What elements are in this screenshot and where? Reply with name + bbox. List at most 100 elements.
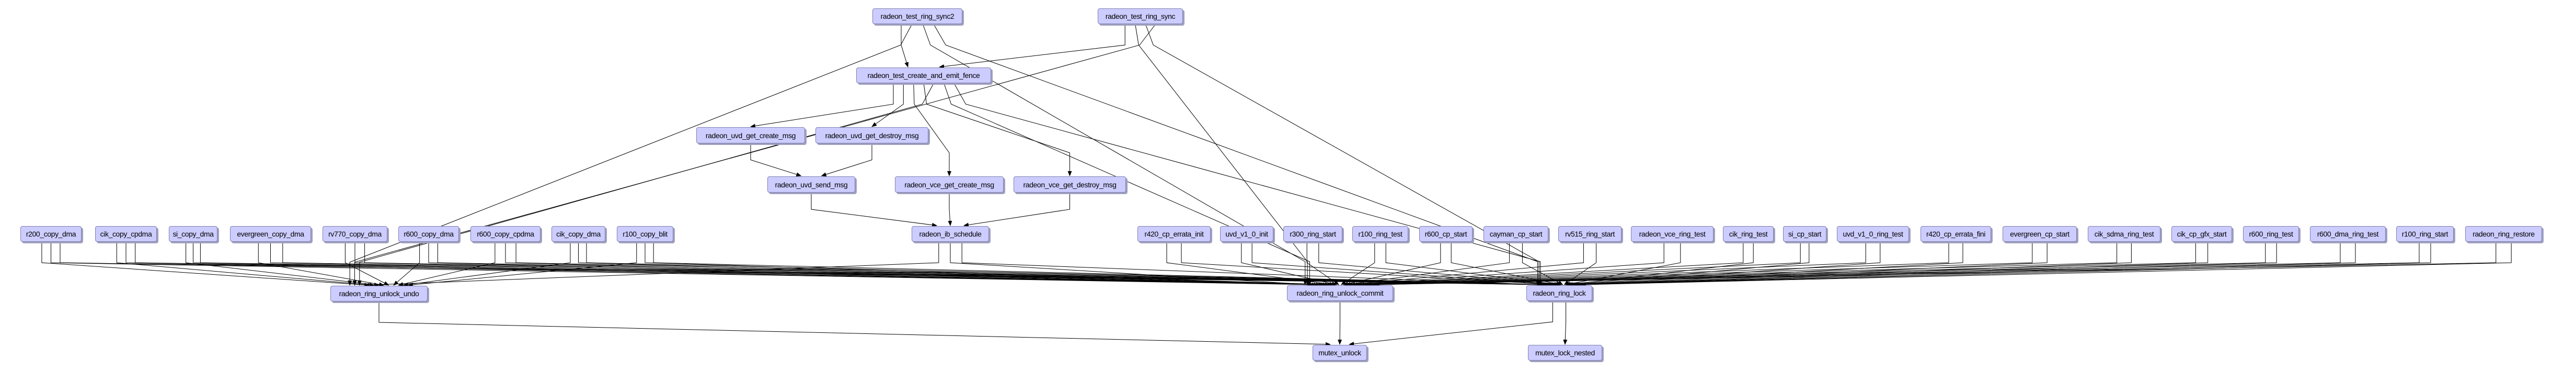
edge-uvd-send-to-ib-schedule xyxy=(811,193,938,227)
edge-cik-copy-dma-to-unlock-undo xyxy=(402,242,571,287)
node-unlock-undo[interactable]: radeon_ring_unlock_undo xyxy=(330,286,428,301)
edge-cik-copy-dma-to-unlock-commit xyxy=(578,242,1331,287)
node-uvd-v1-0-init[interactable]: uvd_v1_0_init xyxy=(1220,226,1273,242)
node-cik-copy-cpdma[interactable]: cik_copy_cpdma xyxy=(95,226,157,242)
node-r100-copy-blit[interactable]: r100_copy_blit xyxy=(617,226,673,242)
node-r600-cp-start[interactable]: r600_cp_start xyxy=(1419,226,1473,242)
edge-cik-copy-cpdma-to-unlock-commit xyxy=(125,242,1317,287)
node-rv515-ring-start[interactable]: rv515_ring_start xyxy=(1558,226,1622,242)
edge-si-copy-dma-to-unlock-undo xyxy=(186,242,380,287)
node-mutex-unlock[interactable]: mutex_unlock xyxy=(1313,345,1367,361)
edge-vce-create-to-ib-schedule xyxy=(948,193,952,226)
node-cayman-cp-start[interactable]: cayman_cp_start xyxy=(1484,226,1548,242)
edge-ib-schedule-to-unlock-undo xyxy=(364,242,939,287)
node-r300-ring-start[interactable]: r300_ring_start xyxy=(1283,226,1342,242)
edge-r600-copy-dma-to-unlock-commit xyxy=(428,242,1326,287)
node-cik-ring-test[interactable]: cik_ring_test xyxy=(1723,226,1774,242)
edge-cik-copy-cpdma-to-unlock-undo xyxy=(116,242,375,287)
edge-evergreen-copy-dma-to-ring-lock xyxy=(282,242,1548,287)
edge-rv770-copy-dma-to-unlock-undo xyxy=(344,242,389,286)
node-r600-dma-ring-test[interactable]: r600_dma_ring_test xyxy=(2310,226,2386,242)
edge-sync-to-unlock-commit xyxy=(1135,24,1310,285)
edge-r100-ring-start-to-ring-lock xyxy=(1579,242,2431,287)
node-cik-sdma-ring-test[interactable]: cik_sdma_ring_test xyxy=(2088,226,2160,242)
node-evergreen-cp-start[interactable]: evergreen_cp_start xyxy=(2003,226,2077,242)
edge-fence-to-uvd-destroy xyxy=(871,83,904,127)
node-cik-copy-dma[interactable]: cik_copy_dma xyxy=(551,226,605,242)
edge-r600-copy-dma-to-unlock-undo xyxy=(393,242,420,286)
edge-r600-copy-cpdma-to-ring-lock xyxy=(515,242,1552,287)
edge-radeon-ring-restore-to-unlock-commit xyxy=(1374,242,2497,287)
edge-r420-cp-errata-fini-to-unlock-commit xyxy=(1359,242,1949,287)
edge-radeon-ring-restore-to-ring-lock xyxy=(1580,242,2512,287)
node-r200-copy-dma[interactable]: r200_copy_dma xyxy=(20,226,82,242)
edge-rv515-ring-start-to-ring-lock xyxy=(1563,242,1597,285)
node-si-copy-dma[interactable]: si_copy_dma xyxy=(169,226,217,242)
node-radeon-ring-restore[interactable]: radeon_ring_restore xyxy=(2465,226,2542,242)
edge-si-copy-dma-to-unlock-commit xyxy=(193,242,1319,287)
node-r600-copy-dma[interactable]: r600_copy_dma xyxy=(398,226,459,242)
edge-fence-to-unlock-commit xyxy=(944,83,1312,285)
edge-r600-cp-start-to-unlock-commit xyxy=(1343,242,1441,286)
node-r600-ring-test[interactable]: r600_ring_test xyxy=(2243,226,2299,242)
edge-sync-to-ring-lock xyxy=(1145,24,1542,285)
node-vce-create[interactable]: radeon_vce_get_create_msg xyxy=(895,176,1004,193)
edge-sync2-to-fence xyxy=(901,24,909,68)
node-uvd-send[interactable]: radeon_uvd_send_msg xyxy=(767,176,855,193)
node-uvd-v1-0-ring-test[interactable]: uvd_v1_0_ring_test xyxy=(1837,226,1909,242)
node-r420-cp-errata-init[interactable]: r420_cp_errata_init xyxy=(1137,226,1211,242)
node-ring-lock[interactable]: radeon_ring_lock xyxy=(1526,285,1592,301)
edge-ib-schedule-to-ring-lock xyxy=(961,242,1543,287)
node-evergreen-copy-dma[interactable]: evergreen_copy_dma xyxy=(230,226,311,242)
edge-evergreen-copy-dma-to-unlock-commit xyxy=(270,242,1321,287)
node-sync[interactable]: radeon_test_ring_sync xyxy=(1098,8,1183,24)
node-r100-ring-start[interactable]: r100_ring_start xyxy=(2396,226,2454,242)
node-si-cp-start[interactable]: si_cp_start xyxy=(1783,226,1826,242)
edge-sync2-to-unlock-undo xyxy=(348,24,913,286)
edge-radeon-vce-ring-test-to-ring-lock xyxy=(1565,242,1681,286)
edge-ring-lock-to-mutex-unlock xyxy=(1349,301,1553,346)
edge-r600-copy-dma-to-ring-lock xyxy=(437,242,1551,287)
edge-fence-to-uvd-create xyxy=(750,83,894,128)
edge-vce-destroy-to-ib-schedule xyxy=(963,193,1070,227)
edge-r100-copy-blit-to-unlock-commit xyxy=(645,242,1333,287)
node-ib-schedule[interactable]: radeon_ib_schedule xyxy=(912,226,989,242)
node-cik-cp-gfx-start[interactable]: cik_cp_gfx_start xyxy=(2171,226,2232,242)
edge-rv770-copy-dma-to-ring-lock xyxy=(364,242,1549,287)
edge-r600-copy-cpdma-to-unlock-undo xyxy=(398,242,496,286)
edge-si-cp-start-to-unlock-commit xyxy=(1354,242,1801,287)
node-r600-copy-cpdma[interactable]: r600_copy_cpdma xyxy=(470,226,540,242)
edge-uvd-create-to-uvd-send xyxy=(750,143,802,177)
edge-evergreen-copy-dma-to-unlock-undo xyxy=(258,242,385,287)
edge-uvd-v1-0-ring-test-to-unlock-commit xyxy=(1356,242,1866,287)
edge-r300-ring-start-to-unlock-commit xyxy=(1306,242,1340,285)
node-sync2[interactable]: radeon_test_ring_sync2 xyxy=(872,8,962,24)
node-unlock-commit[interactable]: radeon_ring_unlock_commit xyxy=(1287,285,1393,301)
node-fence[interactable]: radeon_test_create_and_emit_fence xyxy=(856,68,991,83)
edge-fence-to-vce-create xyxy=(913,83,951,176)
edge-ring-lock-to-mutex-lock-nested xyxy=(1563,301,1568,345)
edge-r600-dma-ring-test-to-unlock-commit xyxy=(1370,242,2341,287)
edge-cik-copy-dma-to-ring-lock xyxy=(586,242,1554,287)
node-rv770-copy-dma[interactable]: rv770_copy_dma xyxy=(323,226,387,242)
node-r100-ring-test[interactable]: r100_ring_test xyxy=(1352,226,1408,242)
edge-fence-to-vce-destroy xyxy=(923,83,1072,176)
edge-r600-ring-test-to-ring-lock xyxy=(1576,242,2277,287)
edge-cayman-cp-start-to-unlock-commit xyxy=(1345,242,1510,286)
edge-r420-cp-errata-init-to-ring-lock xyxy=(1181,242,1557,287)
edge-r420-cp-errata-init-to-unlock-commit xyxy=(1166,242,1335,286)
node-radeon-vce-ring-test[interactable]: radeon_vce_ring_test xyxy=(1631,226,1714,242)
edge-unlock-undo-to-mutex-unlock xyxy=(378,301,1331,346)
node-uvd-create[interactable]: radeon_uvd_get_create_msg xyxy=(696,127,805,143)
node-vce-destroy[interactable]: radeon_vce_get_destroy_msg xyxy=(1014,176,1126,193)
node-r420-cp-errata-fini[interactable]: r420_cp_errata_fini xyxy=(1920,226,1991,242)
edge-rv770-copy-dma-to-unlock-commit xyxy=(354,242,1324,287)
node-uvd-destroy[interactable]: radeon_uvd_get_destroy_msg xyxy=(815,127,928,143)
edge-radeon-vce-ring-test-to-unlock-commit xyxy=(1349,242,1664,287)
edge-cik-cp-gfx-start-to-unlock-commit xyxy=(1365,242,2196,287)
edge-r600-ring-test-to-unlock-commit xyxy=(1367,242,2266,287)
edge-r600-copy-cpdma-to-unlock-commit xyxy=(505,242,1328,287)
node-mutex-lock-nested[interactable]: mutex_lock_nested xyxy=(1528,345,1602,361)
edge-sync2-to-ring-lock xyxy=(933,24,1540,285)
